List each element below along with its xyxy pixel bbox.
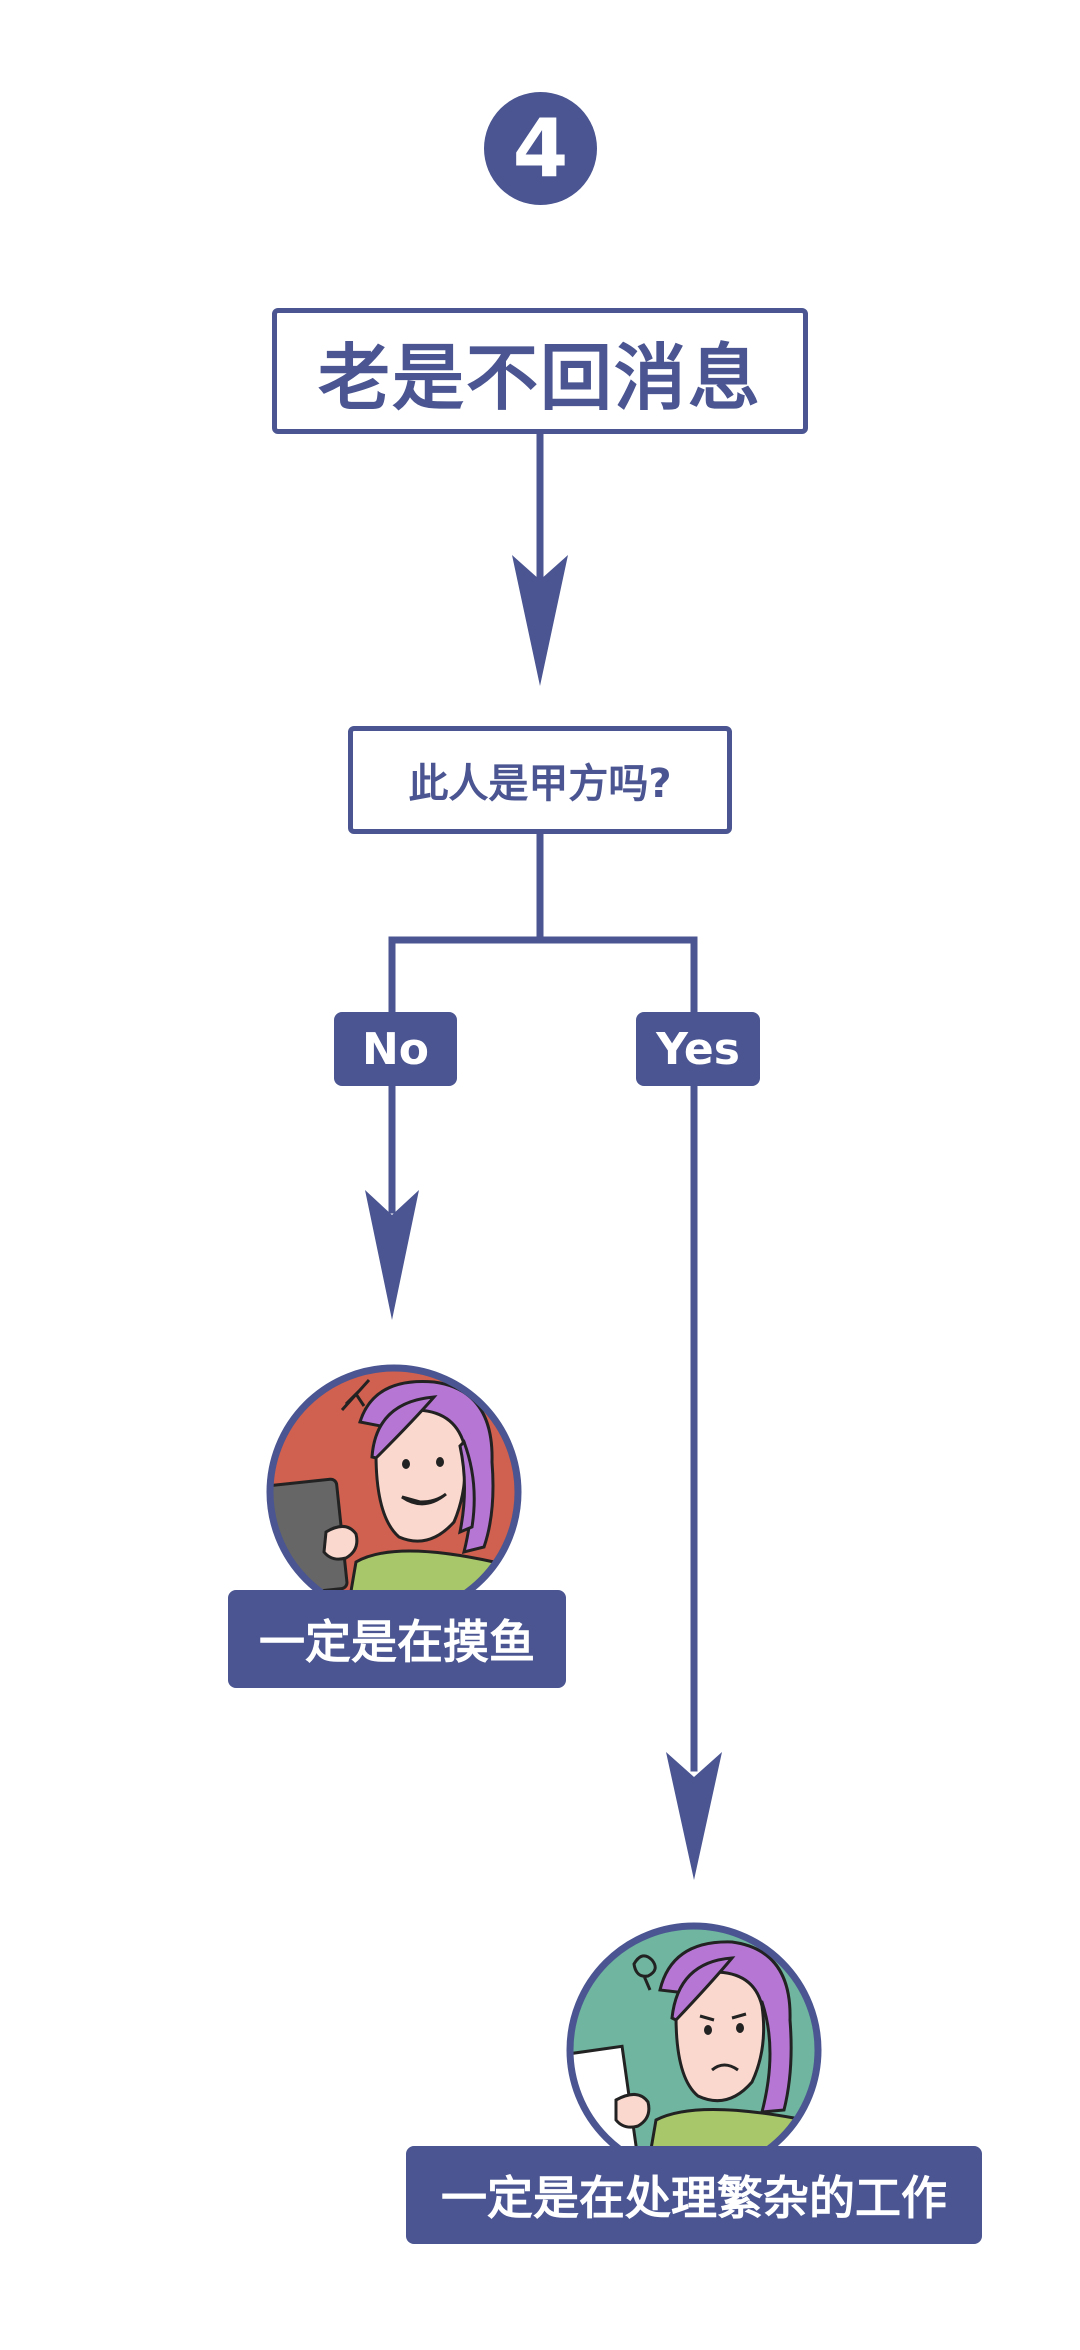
- title-box: 老是不回消息: [272, 308, 808, 434]
- yes-branch-label: Yes: [636, 1012, 760, 1086]
- arrow-head-main: [512, 555, 568, 686]
- result-b-label: 一定是在处理繁杂的工作: [406, 2146, 982, 2244]
- result-a-label: 一定是在摸鱼: [228, 1590, 566, 1688]
- arrow-head-no: [365, 1190, 419, 1320]
- happy-woman-with-tablet-icon: [264, 1362, 524, 1622]
- arrow-head-yes: [666, 1752, 722, 1880]
- step-number-badge: 4: [484, 92, 597, 205]
- no-branch-label: No: [334, 1012, 457, 1086]
- frowning-woman-with-papers-icon: [564, 1920, 824, 2180]
- question-box: 此人是甲方吗?: [348, 726, 732, 834]
